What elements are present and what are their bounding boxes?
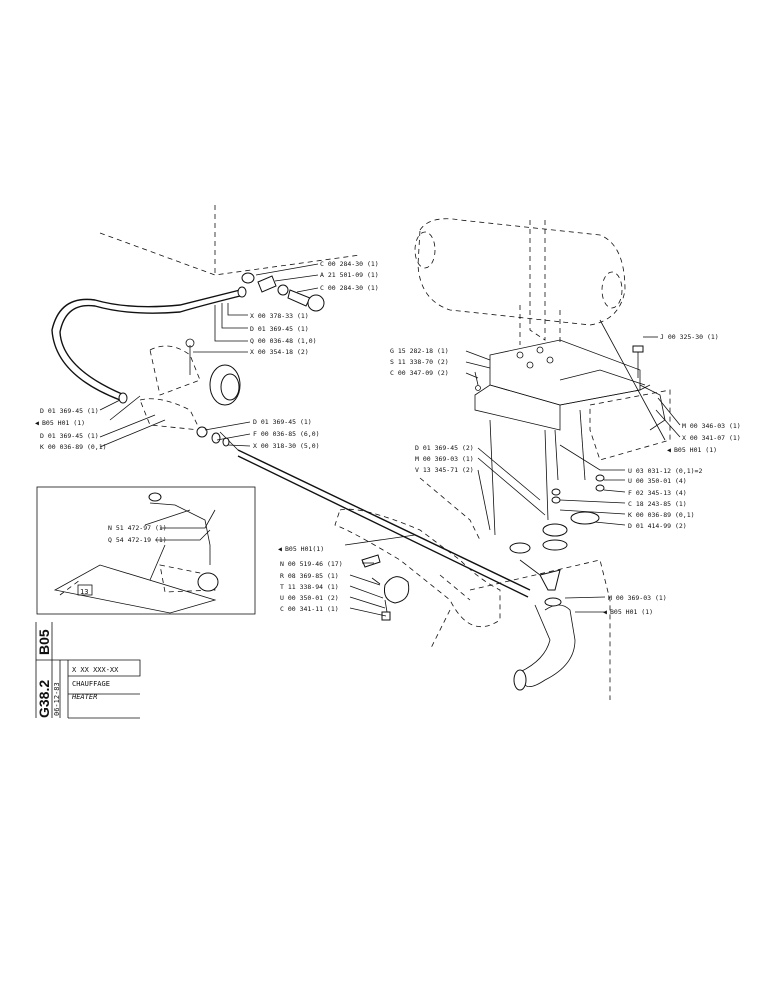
- callout-c13: F 00 036-85 (6,0): [253, 430, 320, 438]
- bolts: [474, 345, 644, 391]
- callout-c34: U 00 350-01 (4): [628, 477, 687, 485]
- callout-c29-arrow: ◀: [667, 446, 671, 454]
- sheet-date: 06-12-83: [53, 682, 61, 716]
- callout-c15: N 51 472-97 (1): [108, 524, 167, 532]
- callout-c16: Q 54 472-19 (1): [108, 536, 167, 544]
- callout-c3: C 00 284-30 (1): [320, 284, 379, 292]
- callout-c24: S 11 338-70 (2): [390, 358, 449, 366]
- callout-c20: T 11 338-94 (1): [280, 583, 339, 591]
- hose-clamp: [361, 554, 410, 621]
- sheet-ref: X XX XXX-XX: [72, 666, 119, 674]
- callout-c27: M 00 346-03 (1): [682, 422, 741, 430]
- sheet-code-a: B05: [36, 629, 52, 655]
- lower-hose: [334, 508, 561, 628]
- callout-c40-arrow: ◀: [603, 608, 607, 616]
- heater-box: [589, 384, 671, 461]
- callout-c26: J 00 325-30 (1): [660, 333, 719, 341]
- callout-c11: K 00 036-89 (0,1): [40, 443, 107, 451]
- callout-c17: B05 H01(1): [285, 545, 324, 553]
- inset-detail: 13: [36, 486, 256, 615]
- title-en: HEATER: [71, 693, 97, 701]
- callout-c7: X 00 354-18 (2): [250, 348, 309, 356]
- vehicle-outline: [99, 205, 611, 700]
- callout-c18: N 00 519-46 (17): [280, 560, 343, 568]
- heater-unit: [414, 218, 626, 345]
- callout-c25: C 00 347-09 (2): [390, 369, 449, 377]
- callout-c2: A 21 501-09 (1): [320, 271, 379, 279]
- outlet-hose: [513, 597, 576, 691]
- callout-c19: R 08 369-85 (1): [280, 572, 339, 580]
- callout-c40: B05 H01 (1): [610, 608, 653, 616]
- callout-c33: U 03 031-12 (0,1)=2: [628, 467, 702, 475]
- callout-c5: D 01 369-45 (1): [250, 325, 309, 333]
- callout-c10: D 01 369-45 (1): [40, 432, 99, 440]
- callout-c9-arrow: ◀: [35, 419, 39, 427]
- top-fittings: [241, 272, 325, 312]
- callout-c6: Q 00 036-48 (1,0): [250, 337, 317, 345]
- grommets: [509, 474, 605, 554]
- callout-c4: X 00 378-33 (1): [250, 312, 309, 320]
- callout-c30: D 01 369-45 (2): [415, 444, 474, 452]
- callout-labels: C 00 284-30 (1) A 21 501-09 (1) C 00 284…: [35, 260, 741, 616]
- mount-rods: [489, 409, 586, 536]
- callout-c31: M 00 369-03 (1): [415, 455, 474, 463]
- callout-c9: B05 H01 (1): [42, 419, 85, 427]
- title-block: B05 G38.2 06-12-83 X XX XXX-XX CHAUFFAGE…: [35, 622, 141, 719]
- inset-number: 13: [80, 588, 88, 596]
- callout-c36: C 18 243-85 (1): [628, 500, 687, 508]
- heater-bracket: [474, 339, 651, 431]
- leader-lines: [99, 263, 681, 617]
- heater-hose: [51, 286, 247, 404]
- valve-assembly: [139, 338, 241, 431]
- sheet-code-b: G38.2: [36, 680, 52, 718]
- callout-c38: D 01 414-99 (2): [628, 522, 687, 530]
- callout-c32: V 13 345-71 (2): [415, 466, 474, 474]
- callout-c23: G 15 282-18 (1): [390, 347, 449, 355]
- callout-c37: K 00 036-89 (0,1): [628, 511, 695, 519]
- callout-c8: D 01 369-45 (1): [40, 407, 99, 415]
- callout-c21: U 00 350-01 (2): [280, 594, 339, 602]
- callout-c35: F 02 345-13 (4): [628, 489, 687, 497]
- callout-c22: C 00 341-11 (1): [280, 605, 339, 613]
- callout-c17-arrow: ◀: [278, 545, 282, 553]
- callout-c12: D 01 369-45 (1): [253, 418, 312, 426]
- callout-c39: M 00 369-03 (1): [608, 594, 667, 602]
- callout-c1: C 00 284-30 (1): [320, 260, 379, 268]
- callout-c29: B05 H01 (1): [674, 446, 717, 454]
- callout-c28: X 00 341-07 (1): [682, 434, 741, 442]
- title-fr: CHAUFFAGE: [72, 680, 110, 688]
- callout-c14: X 00 318-30 (5,0): [253, 442, 320, 450]
- coolant-pipe: [196, 426, 531, 598]
